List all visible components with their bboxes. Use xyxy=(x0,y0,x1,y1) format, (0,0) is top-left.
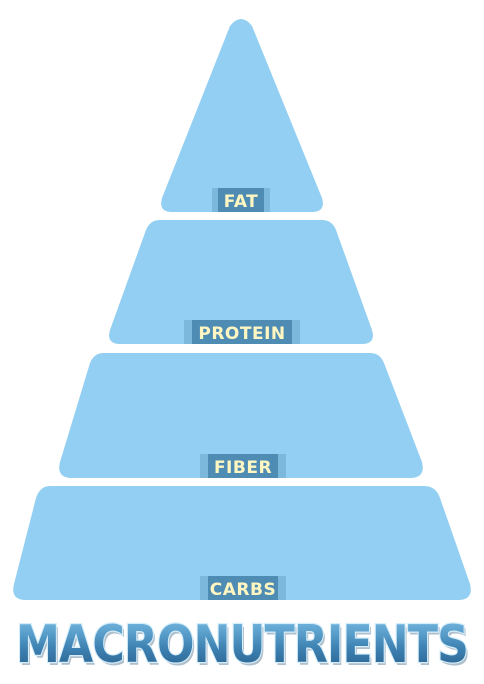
tier-fat: FAT xyxy=(161,19,323,212)
tier-fat-label-box xyxy=(212,188,270,212)
tier-protein: PROTEIN xyxy=(109,220,373,344)
tier-carbs-label: CARBS xyxy=(210,580,276,600)
tier-carbs-label-box xyxy=(200,576,286,600)
tier-fiber-label-box xyxy=(200,454,286,478)
tier-protein-label: PROTEIN xyxy=(198,324,285,344)
title-group: MACRONUTRIENTS MACRONUTRIENTS xyxy=(15,614,471,678)
tier-fiber: FIBER xyxy=(59,353,423,478)
tier-protein-label-box xyxy=(184,320,300,344)
title: MACRONUTRIENTS xyxy=(16,615,468,675)
tier-fat-label: FAT xyxy=(224,192,259,212)
tier-carbs: CARBS xyxy=(13,486,471,600)
tier-fiber-label: FIBER xyxy=(214,458,272,478)
tier-fiber-shape xyxy=(59,353,423,478)
tier-protein-shape xyxy=(109,220,373,344)
tier-fat-shape xyxy=(161,19,323,212)
title-shadow: MACRONUTRIENTS xyxy=(18,618,470,678)
tier-carbs-shape xyxy=(13,486,471,600)
